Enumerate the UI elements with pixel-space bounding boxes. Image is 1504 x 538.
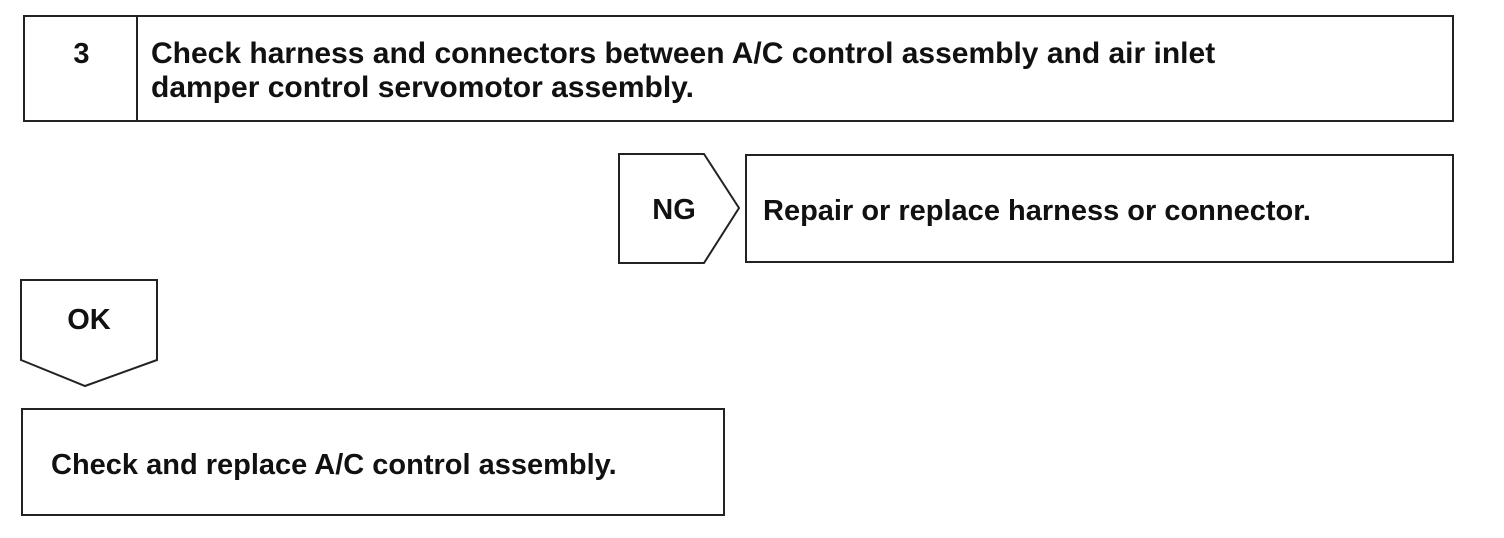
ok-label: OK xyxy=(67,304,111,336)
ng-result-box: Repair or replace harness or connector. xyxy=(745,154,1454,263)
final-step-box: Check and replace A/C control assembly. xyxy=(21,408,725,516)
step-number-cell: 3 xyxy=(25,17,138,120)
step-title-line-2: damper control servomotor assembly. xyxy=(151,71,694,104)
step-title-line-1: Check harness and connectors between A/C… xyxy=(151,37,1216,70)
ok-arrow-shape xyxy=(20,279,158,388)
step-number: 3 xyxy=(73,38,90,70)
ng-result-text: Repair or replace harness or connector. xyxy=(763,195,1311,227)
ng-label: NG xyxy=(652,194,696,226)
step-title: Check harness and connectors between A/C… xyxy=(151,37,1431,105)
final-step-text: Check and replace A/C control assembly. xyxy=(51,449,617,481)
step-header-box: 3 Check harness and connectors between A… xyxy=(23,15,1454,122)
ng-arrow-shape xyxy=(618,153,741,264)
